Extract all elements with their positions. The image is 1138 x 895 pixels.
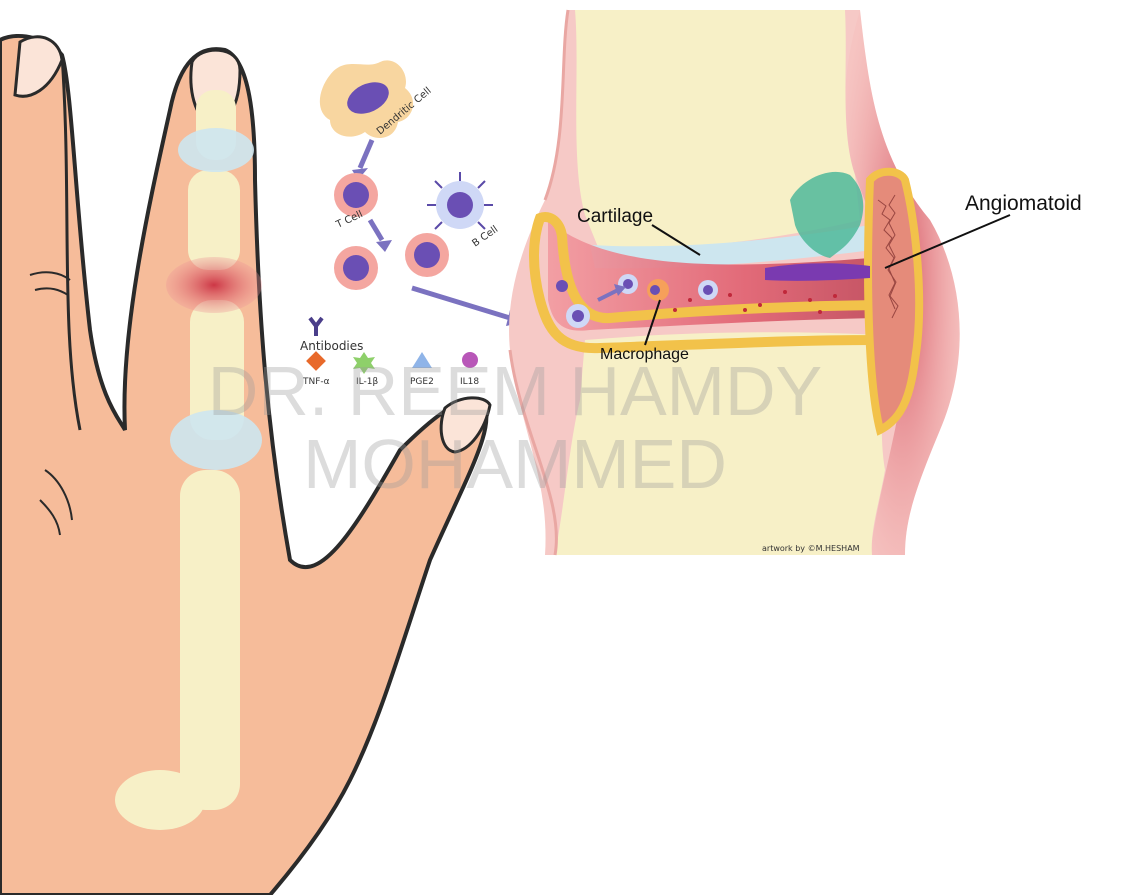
antibodies-label: Antibodies <box>300 339 363 353</box>
artwork-credit: artwork by ©M.HESHAM <box>762 544 860 553</box>
arrow-to-joint <box>412 288 510 318</box>
antibody-icon <box>310 318 322 336</box>
purple-band <box>765 263 870 281</box>
cartilage-label: Cartilage <box>577 206 653 227</box>
angiomatoid-label: Angiomatoid <box>965 192 1082 215</box>
inflamed-joint <box>166 257 262 313</box>
b-cell-label: B Cell <box>470 224 500 249</box>
arrow-dc-to-t <box>360 140 372 168</box>
watermark-line2: MOHAMMED <box>303 425 727 503</box>
immune-cell-pathway: Dendritic Cell T Cell B Cell <box>320 60 524 326</box>
watermark-line1: DR. REEM HAMDY <box>208 352 822 430</box>
b-cell <box>427 172 493 229</box>
